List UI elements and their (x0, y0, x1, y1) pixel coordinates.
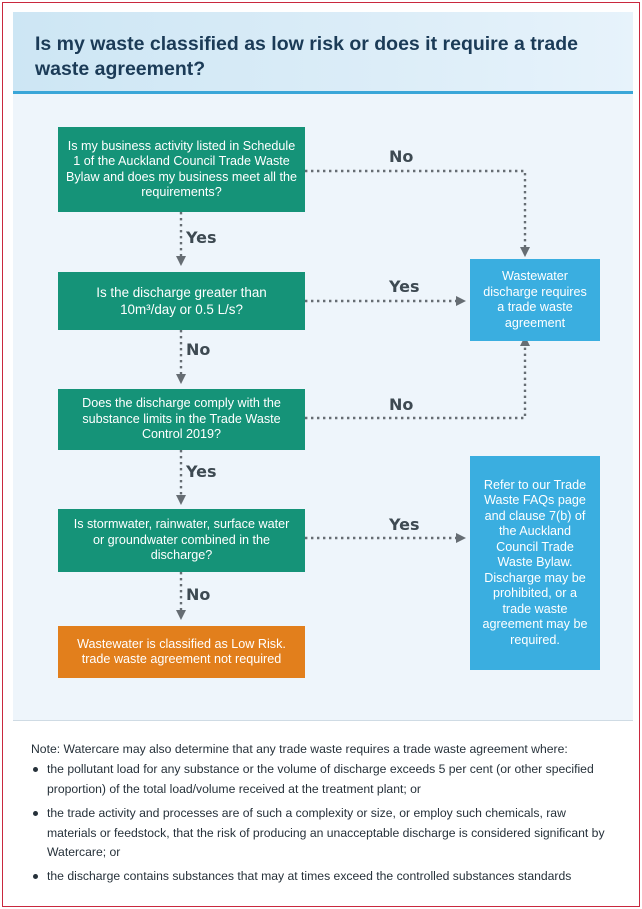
outcome-low-risk-text: Wastewater is classified as Low Risk. tr… (77, 636, 286, 667)
note-section: Note: Watercare may also determine that … (13, 720, 633, 905)
question-substance-limits: Does the discharge comply with the subst… (58, 389, 305, 450)
question-schedule1: Is my business activity listed in Schedu… (58, 127, 305, 212)
outcome-refer-faq-text: Refer to our Trade Waste FAQs page and c… (482, 477, 588, 647)
header-banner: Is my waste classified as low risk or do… (13, 12, 633, 94)
label-q1-no: No (389, 147, 414, 166)
outcome-requires-agreement-text: Wastewater discharge requires a trade wa… (483, 269, 587, 330)
infographic: Is my waste classified as low risk or do… (13, 12, 633, 905)
bullet-icon (33, 767, 38, 773)
note-intro: Note: Watercare may also determine that … (31, 742, 568, 756)
note-item: the pollutant load for any substance or … (31, 760, 617, 799)
outcome-refer-faq: Refer to our Trade Waste FAQs page and c… (470, 456, 600, 670)
question-stormwater-text: Is stormwater, rainwater, surface water … (73, 517, 290, 563)
outcome-requires-agreement: Wastewater discharge requires a trade wa… (470, 259, 600, 341)
label-q1-yes: Yes (186, 228, 217, 247)
note-item-text: the pollutant load for any substance or … (47, 762, 594, 796)
question-stormwater: Is stormwater, rainwater, surface water … (58, 509, 305, 572)
connector-q3-no (305, 335, 531, 420)
note-item-text: the trade activity and processes are of … (47, 806, 605, 860)
question-schedule1-text: Is my business activity listed in Schedu… (65, 138, 297, 200)
question-substance-limits-text: Does the discharge comply with the subst… (82, 396, 281, 442)
bullet-icon (33, 874, 38, 880)
note-item: the discharge contains substances that m… (31, 867, 617, 886)
note-item: the trade activity and processes are of … (31, 804, 617, 862)
label-q4-yes: Yes (389, 515, 420, 534)
bullet-icon (33, 811, 38, 817)
question-discharge-volume: Is the discharge greater than 10m³/day o… (58, 272, 305, 330)
question-discharge-volume-text: Is the discharge greater than 10m³/day o… (96, 285, 267, 317)
page-title: Is my waste classified as low risk or do… (35, 33, 578, 80)
label-q2-no: No (186, 340, 211, 359)
note-list: the pollutant load for any substance or … (31, 760, 617, 886)
flow-connectors (175, 169, 531, 621)
label-q3-no: No (389, 395, 414, 414)
connector-q1-no (305, 169, 531, 258)
label-q2-yes: Yes (389, 277, 420, 296)
label-q3-yes: Yes (186, 462, 217, 481)
outcome-low-risk: Wastewater is classified as Low Risk. tr… (58, 626, 305, 678)
label-q4-no: No (186, 585, 211, 604)
note-item-text: the discharge contains substances that m… (47, 869, 572, 884)
